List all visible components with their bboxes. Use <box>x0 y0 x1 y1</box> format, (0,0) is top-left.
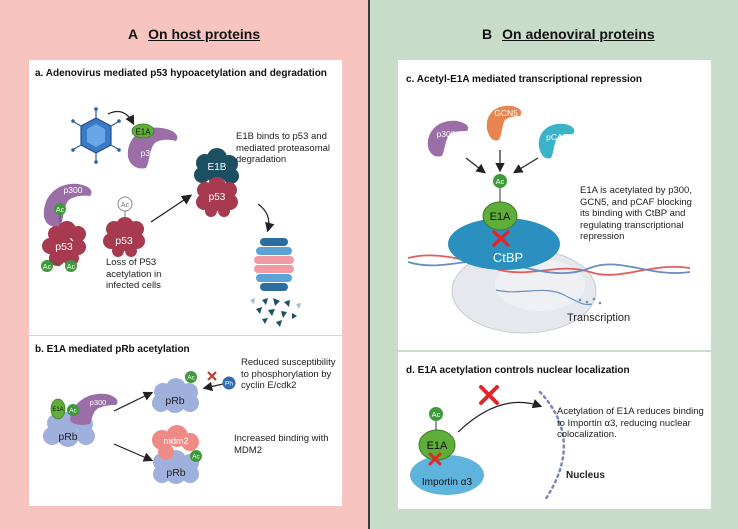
e1a-acetylation-desc-text: E1A is acetylated by p300, GCN5, and pCA… <box>580 185 692 242</box>
nuclear-envelope <box>538 390 565 502</box>
label-e1b: E1B <box>208 162 227 173</box>
ctbp-shape <box>448 218 560 270</box>
label-p300-left: p300 <box>64 185 83 195</box>
label-ac-mdm2: Ac <box>192 454 200 461</box>
p53-to-e1b-arrow <box>150 194 193 223</box>
label-p53-e1b: p53 <box>209 192 226 203</box>
e1b-degradation-text: E1B binds to p53 and mediated proteasoma… <box>236 131 330 165</box>
prb-blob-left <box>43 411 95 447</box>
p53-blob-middle <box>103 217 145 257</box>
p300-shape-b <box>70 393 118 425</box>
to-prb-acetylated-arrow <box>113 391 154 412</box>
ac-circle-left-top <box>54 203 66 215</box>
virus-to-e1a-arrow <box>107 110 135 126</box>
section-a-letter: A <box>128 26 139 42</box>
adenovirus-icon <box>71 107 121 164</box>
degraded-fragments <box>256 298 297 327</box>
panel-a-title: a. Adenovirus mediated p53 hypoacetylati… <box>35 68 327 79</box>
label-pcaf: pCAF <box>546 132 568 142</box>
label-ctbp: CtBP <box>493 250 523 265</box>
rna-transcript <box>495 289 593 306</box>
label-ac-prb: Ac <box>187 375 195 382</box>
e1a-oval-b <box>50 398 66 420</box>
pcaf-acetylation-arrow <box>512 157 539 174</box>
section-a-header: A On host proteins <box>128 26 260 42</box>
label-ac-b: Ac <box>69 408 77 415</box>
section-b-letter: B <box>482 26 493 42</box>
inhibit-x-small <box>207 371 217 381</box>
proteasome-icon <box>254 238 294 291</box>
label-prb-mdm2: pRb <box>166 467 185 479</box>
label-p300-c: p300 <box>437 129 456 139</box>
panel-d-title: d. E1A acetylation controls nuclear loca… <box>406 365 630 376</box>
transcription-label: Transcription <box>567 312 631 324</box>
label-ac-faded: Ac <box>121 202 130 209</box>
dna-strand-2 <box>407 259 691 275</box>
label-p300-b: p300 <box>90 398 107 407</box>
label-ac-c: Ac <box>496 177 505 186</box>
pcaf-shape <box>538 123 575 159</box>
phospho-blocked-arrow <box>202 381 224 392</box>
section-a-title: On host proteins <box>148 26 261 42</box>
ac-circle-faded <box>117 196 133 212</box>
ph-circle <box>222 376 236 390</box>
transcript-dots <box>578 297 602 305</box>
label-ac-d: Ac <box>432 410 441 419</box>
e1b-blob <box>194 148 239 184</box>
prb-blob-acetylated <box>152 378 199 413</box>
label-ac-left-top: Ac <box>56 207 65 214</box>
gcn5-shape <box>486 105 522 141</box>
ac-circle-c <box>493 174 507 188</box>
e1a-oval-top <box>131 123 155 139</box>
reduced-phosphorylation-text: Reduced susceptibility to phosphorylatio… <box>241 357 336 391</box>
label-mdm2: mdm2 <box>163 436 188 446</box>
label-prb-left: pRb <box>58 431 77 443</box>
e1a-oval-c <box>482 201 518 231</box>
label-prb-acetylated: pRb <box>165 395 184 407</box>
label-e1a-top: E1A <box>135 128 151 137</box>
ac-circle-prb <box>185 371 197 383</box>
inhibit-x-d-small <box>428 452 442 466</box>
dna-strand-1 <box>407 254 691 276</box>
p53-blob-e1b <box>196 177 238 217</box>
label-e1a-c: E1A <box>490 211 511 223</box>
label-ph: Ph <box>225 381 233 388</box>
panel-b-title: b. E1A mediated pRb acetylation <box>35 344 190 355</box>
p300-shape-c <box>427 120 469 157</box>
increased-mdm2-binding-text: Increased binding with MDM2 <box>234 433 329 456</box>
ac-circle-b <box>67 404 79 416</box>
ac-circle-left-bottom-1 <box>41 260 53 272</box>
section-b-header: B On adenoviral proteins <box>482 26 655 42</box>
label-gcn5: GCN5 <box>494 108 518 118</box>
importin-a3-shape <box>410 455 484 495</box>
section-divider <box>368 0 370 529</box>
label-e1a-b: E1A <box>52 407 63 413</box>
label-p53-middle: p53 <box>115 235 133 247</box>
p300-acetylation-arrow <box>465 157 486 174</box>
to-mdm2-arrow <box>113 443 154 462</box>
loss-of-acetylation-text: Loss of P53 acetylation in infected cell… <box>106 257 162 291</box>
inhibit-x-d-large <box>479 385 499 405</box>
ac-circle-left-bottom-2 <box>65 260 77 272</box>
nuclear-localization-desc-text: Acetylation of E1A reduces binding to Im… <box>557 406 704 440</box>
label-e1a-d: E1A <box>427 440 448 452</box>
label-ac-left-bottom-1: Ac <box>43 264 52 271</box>
label-p53-left: p53 <box>55 241 73 253</box>
label-p300-top: p300 <box>141 148 160 158</box>
p300-shape-left <box>43 183 92 227</box>
section-b-title: On adenoviral proteins <box>502 26 655 42</box>
inhibit-x-c <box>492 230 510 247</box>
ac-circle-d <box>429 407 443 421</box>
nuclear-import-arrow <box>457 399 543 433</box>
ac-circle-mdm2 <box>190 450 202 462</box>
nucleus-label: Nucleus <box>566 470 605 481</box>
label-importin: Importin α3 <box>422 477 473 488</box>
panel-c-title: c. Acetyl-E1A mediated transcriptional r… <box>406 74 643 85</box>
e1b-to-proteasome-arrow <box>257 203 275 233</box>
label-ac-left-bottom-2: Ac <box>67 264 76 271</box>
